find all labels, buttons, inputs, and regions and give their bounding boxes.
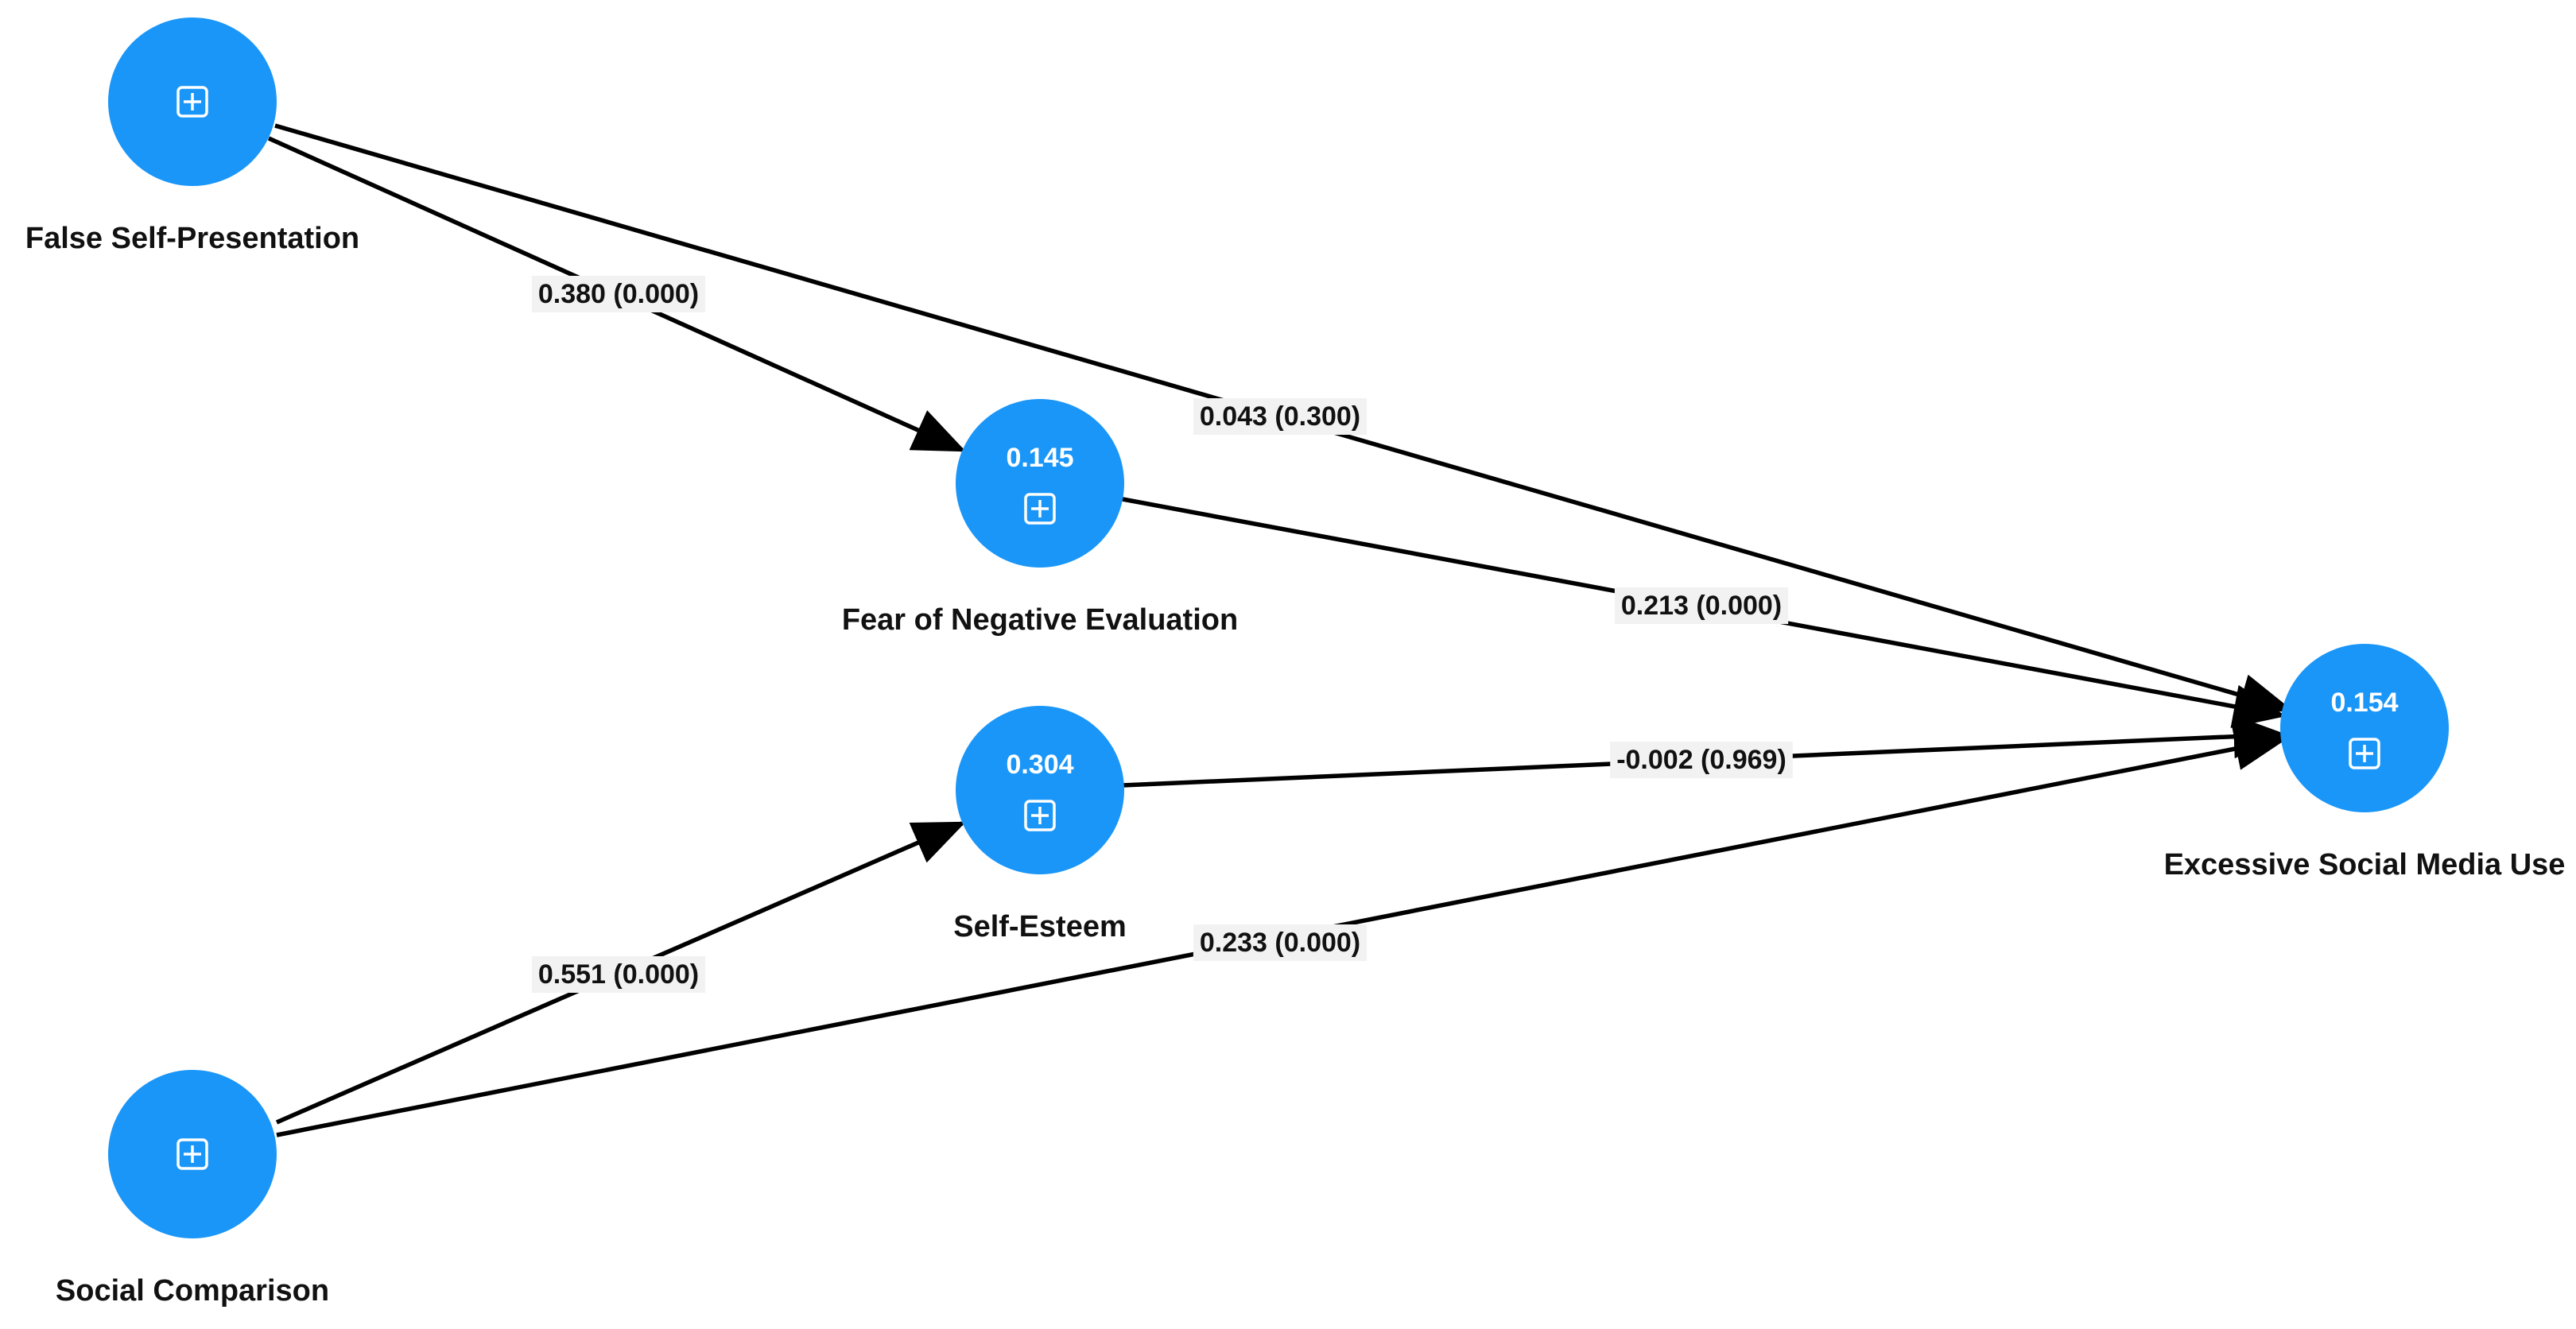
edge-label-background: [531, 956, 706, 993]
edge-coefficient-label: -0.002 (0.969): [1616, 745, 1787, 775]
edge-label-background: [1193, 398, 1368, 435]
construct-label: Excessive Social Media Use: [2164, 848, 2566, 881]
edge-coefficient-label: 0.380 (0.000): [538, 279, 699, 309]
expand-plus-icon[interactable]: [177, 1138, 208, 1170]
construct-circle[interactable]: [2280, 644, 2449, 812]
expand-plus-icon[interactable]: [1024, 493, 1056, 525]
r-squared-value: 0.304: [1006, 750, 1073, 780]
construct-label: Fear of Negative Evaluation: [842, 603, 1238, 637]
construct-label: False Self-Presentation: [25, 222, 359, 255]
edge-labels-layer: 0.380 (0.000) 0.043 (0.300) 0.213 (0.000) -…: [531, 276, 1793, 993]
construct-circle[interactable]: [956, 399, 1124, 568]
construct-label: Social Comparison: [56, 1274, 329, 1308]
r-squared-value: 0.145: [1006, 443, 1073, 473]
edge-label-background: [531, 276, 706, 312]
edge-coefficient-label: 0.551 (0.000): [538, 959, 699, 990]
node-sc[interactable]: Social Comparison: [56, 1070, 329, 1308]
edge-label-group: 0.043 (0.300): [1193, 398, 1368, 435]
edge-label-background: [1193, 924, 1368, 961]
edge-label-group: 0.213 (0.000): [1614, 587, 1789, 624]
edge-coefficient-label: 0.043 (0.300): [1200, 401, 1360, 432]
expand-plus-icon[interactable]: [2349, 738, 2380, 769]
edge-coefficient-label: 0.213 (0.000): [1621, 591, 1782, 621]
edge-label-group: -0.002 (0.969): [1610, 742, 1793, 778]
edge-label-background: [1610, 742, 1793, 778]
construct-label: Self-Esteem: [953, 910, 1127, 943]
r-squared-value: 0.154: [2330, 688, 2398, 718]
expand-plus-icon[interactable]: [1024, 800, 1056, 831]
edge-label-group: 0.380 (0.000): [531, 276, 706, 312]
expand-plus-icon[interactable]: [177, 86, 208, 118]
edge-label-group: 0.233 (0.000): [1193, 924, 1368, 961]
construct-circle[interactable]: [956, 706, 1124, 874]
edge-label-background: [1614, 587, 1789, 624]
node-fsp[interactable]: False Self-Presentation: [25, 17, 359, 255]
edge-label-group: 0.551 (0.000): [531, 956, 706, 993]
edge-coefficient-label: 0.233 (0.000): [1200, 928, 1360, 958]
